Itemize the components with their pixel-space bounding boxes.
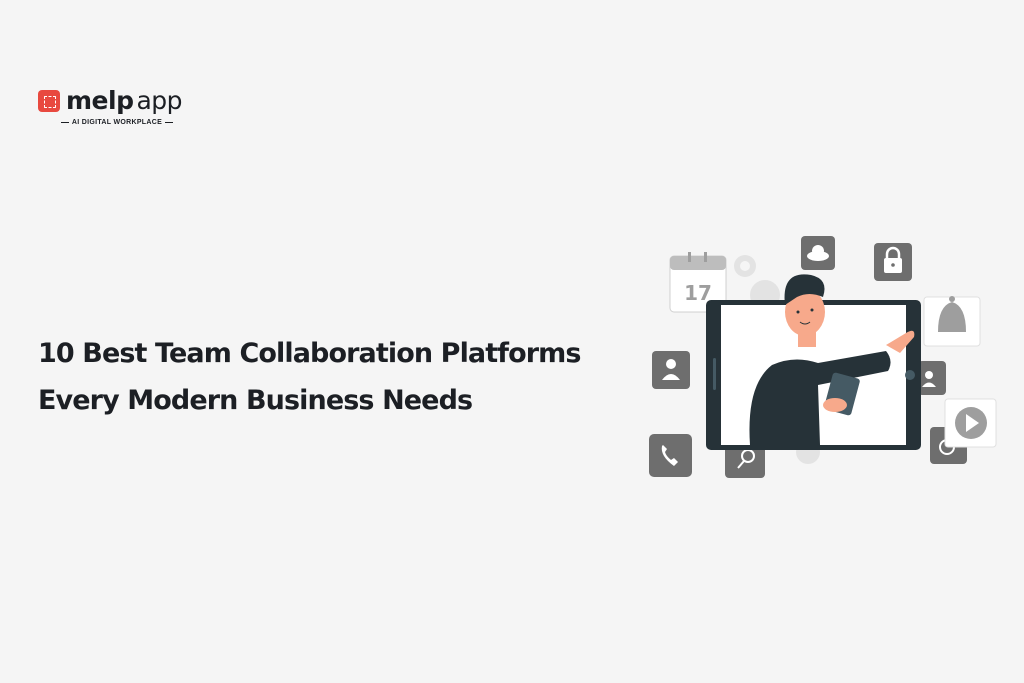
calendar-icon: 17 bbox=[669, 252, 727, 313]
cloud-icon bbox=[801, 236, 835, 270]
melp-logo-icon bbox=[38, 89, 60, 112]
hero-illustration: 17 bbox=[640, 230, 1010, 490]
brand-name-bold: melp bbox=[66, 86, 134, 115]
collaboration-illustration: 17 bbox=[649, 236, 997, 478]
user-icon bbox=[918, 361, 946, 395]
brand-logo: melp app AI DIGITAL WORKPLACE bbox=[38, 86, 198, 126]
brand-name-light: app bbox=[136, 86, 183, 115]
play-icon bbox=[944, 398, 997, 448]
page-title: 10 Best Team Collaboration Platforms Eve… bbox=[38, 330, 581, 424]
user-icon bbox=[652, 351, 690, 389]
brand-tagline: AI DIGITAL WORKPLACE bbox=[52, 119, 182, 126]
bell-icon bbox=[923, 296, 981, 347]
person-figure bbox=[749, 274, 915, 445]
phone-icon bbox=[649, 434, 692, 477]
title-line-2: Every Modern Business Needs bbox=[38, 385, 473, 416]
title-line-1: 10 Best Team Collaboration Platforms bbox=[38, 338, 581, 369]
lock-icon bbox=[874, 243, 912, 281]
svg-text:17: 17 bbox=[684, 281, 712, 305]
